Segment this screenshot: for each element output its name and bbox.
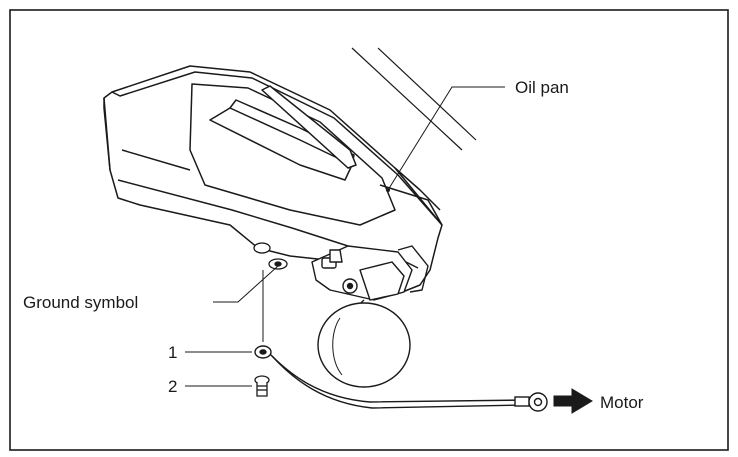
arrow-right-icon	[553, 388, 593, 414]
ground-mount	[253, 242, 288, 270]
leader-lines	[185, 86, 505, 387]
label-ground-symbol: Ground symbol	[23, 293, 138, 312]
ground-wire	[254, 345, 548, 412]
oil-pan	[103, 65, 443, 294]
float-switch-mechanism	[311, 245, 429, 301]
frame-border	[9, 9, 729, 451]
machine-bed-lines	[351, 47, 477, 151]
label-oil-pan: Oil pan	[515, 78, 569, 97]
label-motor: Motor	[600, 393, 644, 412]
float-ball	[317, 299, 411, 388]
callout-1: 1	[168, 343, 177, 362]
screw	[254, 375, 270, 397]
oil-pan-leader-dot	[386, 188, 390, 192]
callout-2: 2	[168, 377, 177, 396]
